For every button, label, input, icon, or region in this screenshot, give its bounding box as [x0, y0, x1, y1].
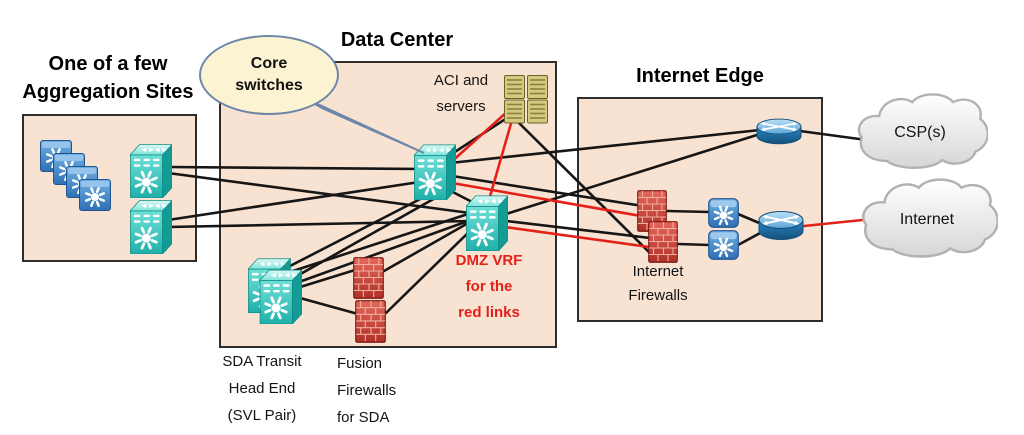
fusion-firewall-1-icon — [353, 257, 384, 299]
internet-cloud-label: Internet — [899, 211, 955, 228]
internet-firewalls-label: Internet Firewalls — [628, 263, 688, 304]
edge-router-1-icon — [755, 116, 803, 146]
core-switch-1-icon — [414, 140, 456, 200]
sda-transit-label: SDA Transit Head End (SVL Pair) — [222, 353, 302, 424]
edge-router-2-icon — [757, 208, 805, 242]
csp-cloud-label: CSP(s) — [894, 124, 946, 141]
csp-cloud-icon — [857, 93, 988, 169]
core-switches-callout: Core switches — [199, 35, 339, 115]
sda-transit-head-end-icon — [248, 254, 302, 324]
fusion-firewalls-label: Fusion Firewalls for SDA — [337, 355, 397, 426]
aggregation-switch-2-icon — [130, 196, 172, 254]
aci-servers-icon — [503, 74, 549, 124]
data-center-title: Data Center — [340, 29, 454, 51]
internet-firewalls-icon — [637, 190, 679, 264]
dmz-vrf-label: DMZ VRF for the red links — [455, 252, 523, 321]
aggregation-access-switches-icon — [40, 140, 112, 212]
core-switch-2-icon — [466, 191, 508, 251]
edge-switch-1-icon — [708, 198, 739, 228]
aci-servers-label: ACI and servers — [433, 72, 489, 115]
edge-switch-2-icon — [708, 230, 739, 260]
aggregation-sites-title: One of a few Aggregation Sites — [22, 53, 194, 103]
aggregation-switch-1-icon — [130, 140, 172, 198]
fusion-firewall-2-icon — [355, 300, 386, 343]
internet-cloud-icon — [862, 178, 998, 258]
internet-edge-title: Internet Edge — [636, 65, 764, 87]
